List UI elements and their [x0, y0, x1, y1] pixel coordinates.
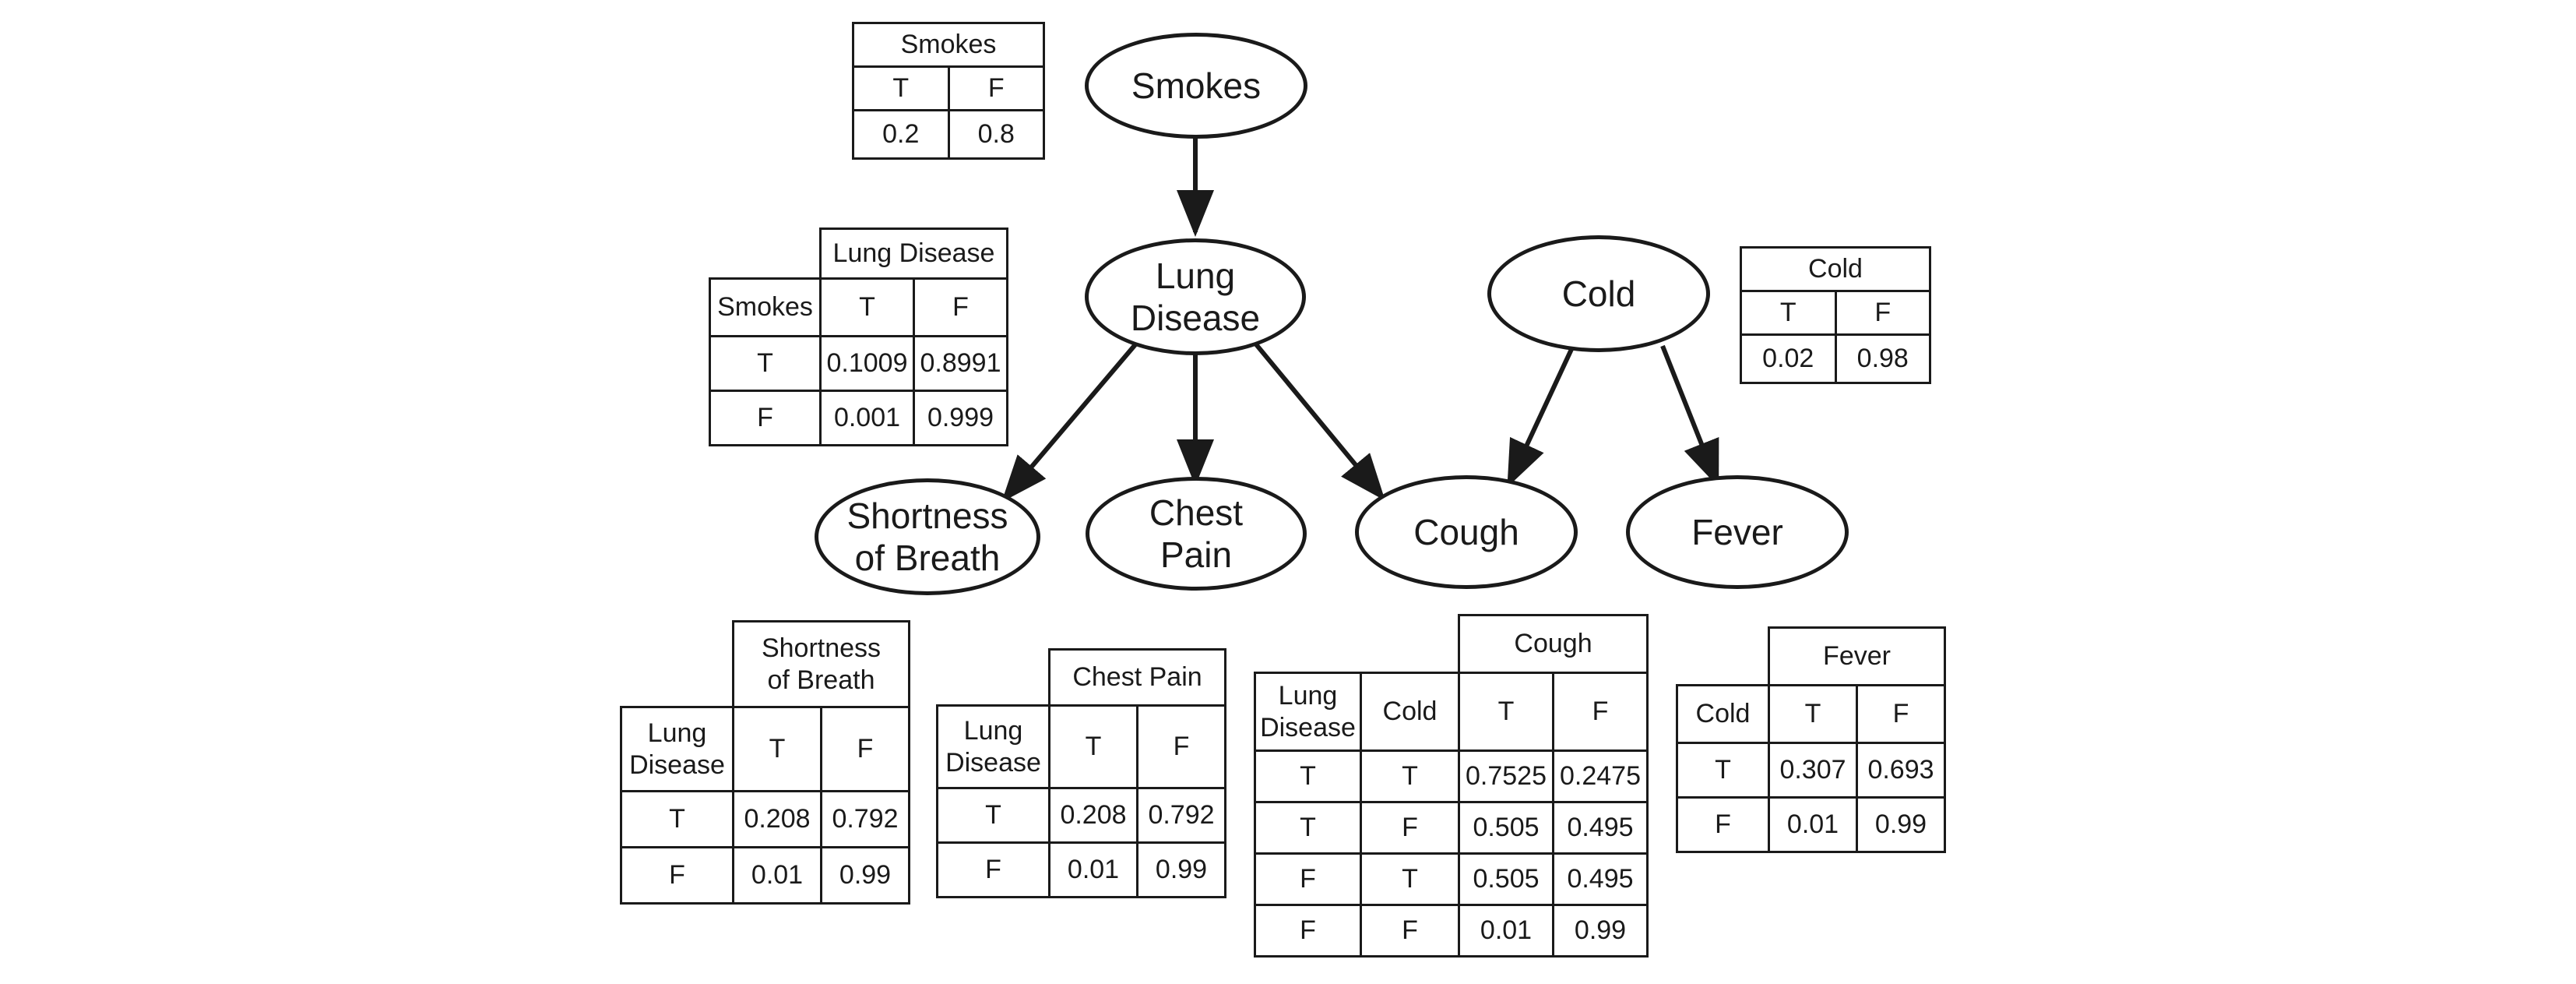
node-cold-label: Cold — [1561, 273, 1636, 314]
cpt-shortness-of-breath-value: 0.99 — [820, 846, 910, 905]
cpt-chest-pain-cond: T — [936, 787, 1050, 844]
node-chest-pain-label: Chest Pain — [1149, 492, 1244, 575]
cpt-shortness-of-breath-title: Shortness of Breath — [732, 620, 910, 708]
cpt-shortness-of-breath-parent-header: Lung Disease — [620, 706, 734, 792]
cpt-lung-disease-header-t: T — [819, 277, 915, 337]
cpt-shortness-of-breath-cond: T — [620, 790, 734, 848]
cpt-fever-title: Fever — [1767, 626, 1947, 686]
node-shortness-of-breath: Shortness of Breath — [815, 478, 1040, 595]
cpt-cough-parent-header-1: Lung Disease — [1254, 672, 1362, 752]
edge-lung-disease-to-cough — [1250, 338, 1385, 501]
cpt-cold-value-f: 0.98 — [1834, 333, 1931, 384]
cpt-smokes-header-t: T — [852, 65, 950, 111]
cpt-cold-header-t: T — [1740, 290, 1837, 336]
edge-cold-to-fever — [1660, 344, 1719, 488]
cpt-lung-disease-parent-header: Smokes — [709, 277, 822, 337]
node-smokes-label: Smokes — [1131, 65, 1262, 106]
cpt-chest-pain-cond: F — [936, 841, 1050, 898]
cpt-shortness-of-breath-value: 0.01 — [732, 846, 822, 905]
cpt-fever-value: 0.99 — [1855, 796, 1947, 853]
cpt-cough-value: 0.495 — [1551, 852, 1649, 906]
cpt-chest-pain-header-f: F — [1135, 704, 1227, 789]
cpt-cold-title: Cold — [1740, 246, 1931, 292]
cpt-cold-header-f: F — [1834, 290, 1931, 336]
cpt-lung-disease-value: 0.001 — [819, 390, 915, 446]
cpt-cough-header-t: T — [1458, 672, 1554, 752]
cpt-smokes-value-f: 0.8 — [947, 109, 1045, 160]
node-cold: Cold — [1487, 235, 1710, 352]
cpt-cough-value: 0.01 — [1458, 904, 1554, 958]
cpt-shortness-of-breath-header-f: F — [820, 706, 910, 792]
node-chest-pain: Chest Pain — [1086, 477, 1307, 591]
cpt-chest-pain-value: 0.99 — [1135, 841, 1227, 898]
cpt-shortness-of-breath-cond: F — [620, 846, 734, 905]
cpt-cough-value: 0.505 — [1458, 801, 1554, 855]
cpt-cough-value: 0.2475 — [1551, 749, 1649, 803]
cpt-shortness-of-breath-value: 0.792 — [820, 790, 910, 848]
node-lung-disease: Lung Disease — [1085, 238, 1306, 355]
cpt-cough-parent-header-2: Cold — [1360, 672, 1460, 752]
cpt-cough-cond: F — [1254, 904, 1362, 958]
cpt-lung-disease-cond: T — [709, 335, 822, 392]
node-lung-disease-label: Lung Disease — [1130, 255, 1261, 338]
cpt-lung-disease-title: Lung Disease — [818, 227, 1009, 280]
node-fever-label: Fever — [1691, 511, 1783, 552]
cpt-chest-pain-title: Chest Pain — [1047, 648, 1227, 707]
cpt-fever-header-t: T — [1768, 684, 1858, 744]
cpt-cough-value: 0.495 — [1551, 801, 1649, 855]
cpt-cough-cond: F — [1360, 801, 1460, 855]
cpt-chest-pain-value: 0.01 — [1048, 841, 1138, 898]
node-cough: Cough — [1355, 475, 1578, 589]
node-smokes: Smokes — [1085, 33, 1307, 139]
cpt-cold-value-t: 0.02 — [1740, 333, 1837, 384]
cpt-lung-disease-value: 0.999 — [912, 390, 1009, 446]
cpt-lung-disease-value: 0.8991 — [912, 335, 1009, 392]
cpt-lung-disease-value: 0.1009 — [819, 335, 915, 392]
cpt-fever-cond: T — [1676, 742, 1770, 799]
cpt-smokes-value-t: 0.2 — [852, 109, 950, 160]
cpt-shortness-of-breath-header-t: T — [732, 706, 822, 792]
cpt-smokes-header-f: F — [947, 65, 1045, 111]
cpt-cough-cond: T — [1360, 852, 1460, 906]
cpt-lung-disease-header-f: F — [912, 277, 1009, 337]
cpt-fever-value: 0.693 — [1855, 742, 1947, 799]
cpt-fever-cond: F — [1676, 796, 1770, 853]
cpt-cough-cond: T — [1254, 801, 1362, 855]
edge-lung-disease-to-shortness-of-breath — [1001, 337, 1143, 503]
cpt-fever-parent-header: Cold — [1676, 684, 1770, 744]
cpt-cough-cond: F — [1360, 904, 1460, 958]
cpt-chest-pain-parent-header: Lung Disease — [936, 704, 1050, 789]
cpt-cough-cond: T — [1360, 749, 1460, 803]
node-cough-label: Cough — [1413, 511, 1519, 552]
cpt-cough-header-f: F — [1551, 672, 1649, 752]
cpt-lung-disease-cond: F — [709, 390, 822, 446]
cpt-smokes-title: Smokes — [852, 22, 1045, 68]
cpt-cough-value: 0.7525 — [1458, 749, 1554, 803]
edge-cold-to-cough — [1507, 344, 1575, 488]
cpt-chest-pain-value: 0.792 — [1135, 787, 1227, 844]
cpt-cough-value: 0.505 — [1458, 852, 1554, 906]
node-fever: Fever — [1626, 475, 1849, 589]
cpt-chest-pain-header-t: T — [1048, 704, 1138, 789]
cpt-cough-title: Cough — [1457, 614, 1649, 674]
cpt-cough-cond: F — [1254, 852, 1362, 906]
cpt-shortness-of-breath-value: 0.208 — [732, 790, 822, 848]
cpt-fever-value: 0.307 — [1768, 742, 1858, 799]
cpt-chest-pain-value: 0.208 — [1048, 787, 1138, 844]
cpt-cough-value: 0.99 — [1551, 904, 1649, 958]
cpt-fever-header-f: F — [1855, 684, 1947, 744]
cpt-cough-cond: T — [1254, 749, 1362, 803]
cpt-fever-value: 0.01 — [1768, 796, 1858, 853]
node-shortness-of-breath-label: Shortness of Breath — [846, 495, 1008, 578]
